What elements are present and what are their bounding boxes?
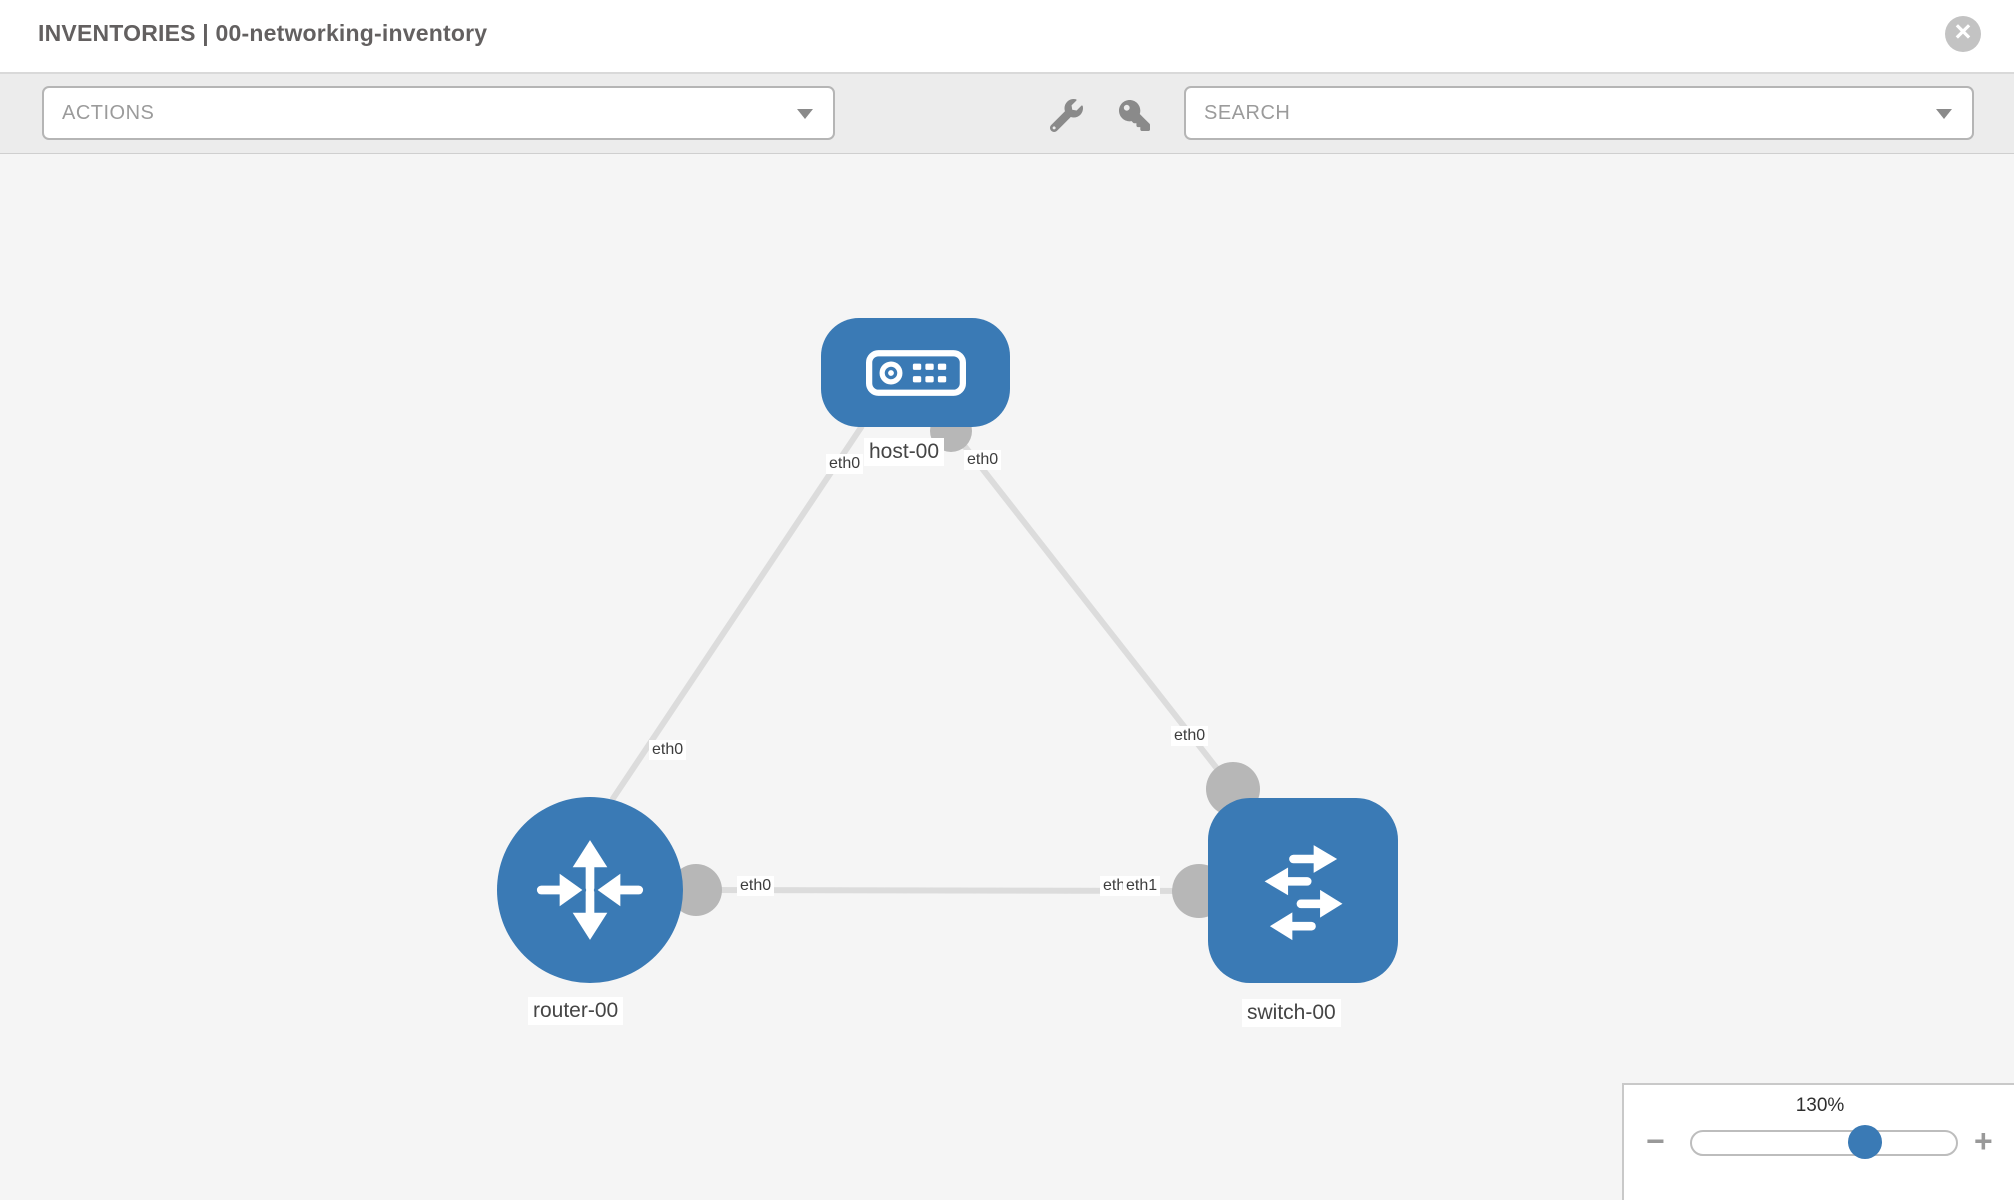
zoom-in-button[interactable]: + — [1974, 1123, 1993, 1159]
link-host-router[interactable] — [609, 424, 865, 802]
iface-label-switch-to-router: eth1 — [1123, 876, 1161, 896]
times-circle-icon: × — [1954, 16, 1972, 48]
zoom-panel: 130% − + — [1622, 1083, 2014, 1200]
port-router-right — [670, 864, 722, 916]
links-layer — [609, 410, 1260, 918]
zoom-out-button[interactable]: − — [1646, 1123, 1665, 1159]
node-router-00[interactable] — [497, 797, 683, 983]
caret-down-icon — [797, 109, 813, 119]
tools-button[interactable] — [1046, 96, 1086, 134]
node-label-host-00: host-00 — [864, 438, 945, 466]
caret-down-icon — [1936, 109, 1952, 119]
iface-label-router-to-host: eth0 — [649, 740, 687, 760]
toolbar: ACTIONS SEARCH — [0, 74, 2014, 154]
search-dropdown[interactable]: SEARCH — [1184, 86, 1974, 140]
credentials-button[interactable] — [1114, 96, 1154, 134]
iface-label-host-to-switch: eth0 — [964, 450, 1002, 470]
page-title: INVENTORIES | 00-networking-inventory — [38, 20, 488, 46]
server-icon — [865, 349, 966, 396]
zoom-level: 130% — [1795, 1095, 1845, 1116]
actions-dropdown[interactable]: ACTIONS — [42, 86, 835, 140]
switch-arrows-icon — [1264, 844, 1343, 940]
zoom-slider-handle[interactable] — [1848, 1125, 1882, 1159]
node-host-00[interactable] — [821, 318, 1010, 427]
window-header: INVENTORIES | 00-networking-inventory × — [0, 0, 2014, 74]
node-label-router-00: router-00 — [528, 997, 624, 1025]
topology-canvas[interactable]: host-00 router-00 switch-00 eth0 eth0 et… — [0, 154, 2014, 1200]
key-icon — [1118, 99, 1150, 131]
iface-label-switch-to-host: eth0 — [1171, 726, 1209, 746]
router-arrows-icon — [536, 840, 644, 940]
search-dropdown-label: SEARCH — [1204, 101, 1291, 124]
close-button[interactable]: × — [1945, 16, 1981, 52]
iface-label-router-to-switch: eth0 — [737, 876, 775, 896]
zoom-slider-track[interactable] — [1690, 1125, 1958, 1159]
node-label-switch-00: switch-00 — [1242, 999, 1341, 1027]
iface-label-host-to-router: eth0 — [826, 454, 864, 474]
node-switch-00[interactable] — [1208, 798, 1398, 983]
actions-dropdown-label: ACTIONS — [62, 101, 155, 124]
wrench-icon — [1049, 98, 1083, 132]
